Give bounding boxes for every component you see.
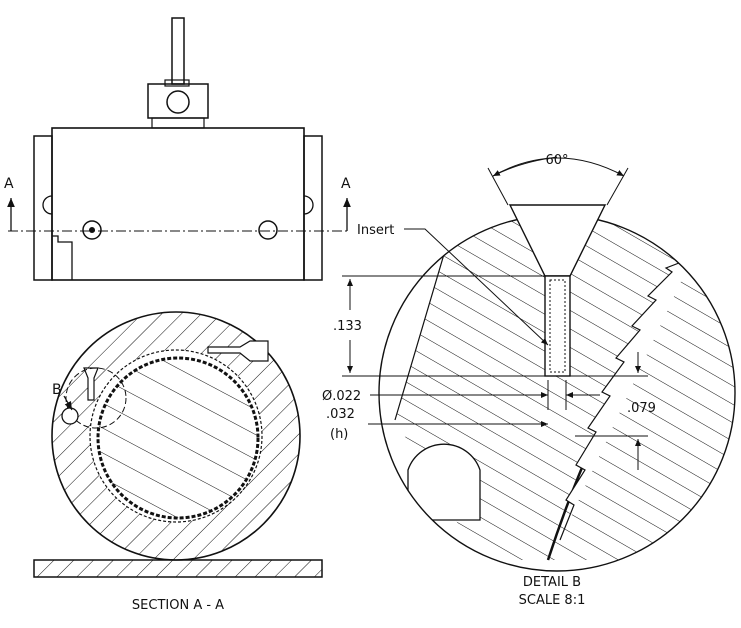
detail-caption: DETAIL B <box>523 575 581 590</box>
detail-marker: B <box>52 382 62 398</box>
section-marker-left: A <box>4 176 14 192</box>
height-label: .032 <box>326 407 355 422</box>
left-end-plate <box>33 135 53 281</box>
insert-slot <box>207 340 269 362</box>
section-view: B SECTION A - A <box>33 311 323 613</box>
rod-collar <box>164 79 190 87</box>
right-notch <box>303 195 314 215</box>
depth-label: .133 <box>333 319 362 334</box>
rod <box>171 17 185 85</box>
insert-leader <box>404 228 549 346</box>
bore-edge <box>89 349 263 523</box>
step-detail <box>52 235 73 280</box>
serrations <box>559 257 693 541</box>
angle-ext-left <box>487 167 509 206</box>
detail-view: 60° Insert .133 Ø.022 .032 (h) .079 DETA… <box>322 153 736 608</box>
detail-hole <box>407 443 481 521</box>
detail-pin <box>83 367 99 401</box>
detail-hatch-center <box>548 215 735 560</box>
angle-label: 60° <box>545 153 568 168</box>
top-view: A A <box>4 17 351 281</box>
main-body <box>51 127 305 281</box>
clamp-hole <box>166 90 190 114</box>
detail-scale: SCALE 8:1 <box>519 593 586 608</box>
pin-left-center <box>89 227 95 233</box>
section-caption: SECTION A - A <box>132 598 224 613</box>
section-marker-right: A <box>341 176 351 192</box>
diameter-label: Ø.022 <box>322 389 361 404</box>
detail-leader <box>63 395 73 411</box>
detail-circle <box>65 367 127 429</box>
right-end-plate <box>303 135 323 281</box>
left-notch <box>42 195 53 215</box>
insert-label: Insert <box>357 223 394 238</box>
detail-hatch-right <box>548 250 735 560</box>
base-plate <box>33 559 323 578</box>
clamp-base <box>151 117 205 129</box>
angle-arc-left <box>492 156 558 177</box>
pitch-label: .079 <box>627 401 656 416</box>
insert-body <box>549 279 566 373</box>
pin-right <box>258 220 278 240</box>
side-hole <box>61 407 79 425</box>
angle-ext-right <box>606 167 629 206</box>
height-symbol: (h) <box>330 427 348 442</box>
pin-left <box>82 220 102 240</box>
inner-shaft <box>96 356 260 520</box>
